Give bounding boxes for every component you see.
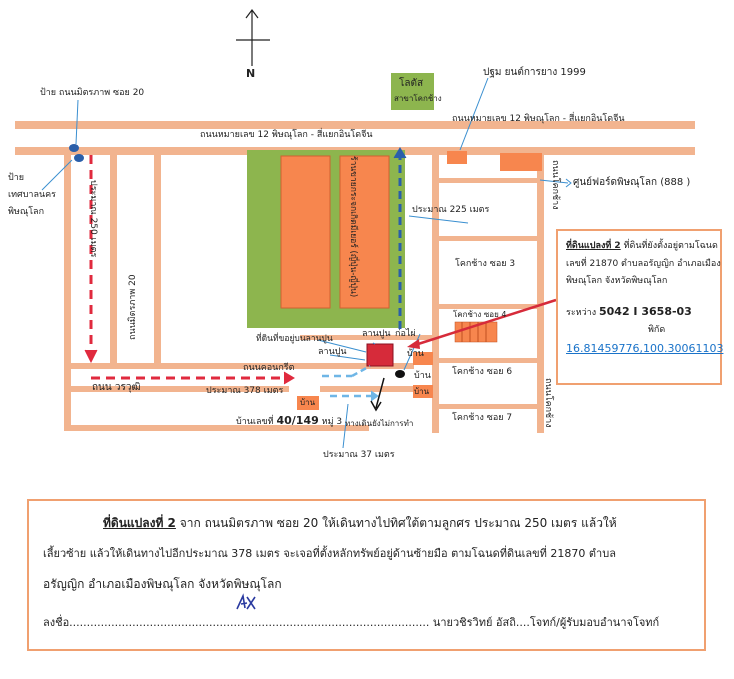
shop-vertical-label: ร้านขายกระจกเกิดมีเยอร์ (ญี่ปุ่น-ญี่ปุ่น… (348, 156, 358, 298)
sign-circle-1 (69, 144, 79, 152)
red-route (84, 155, 295, 385)
kokchang-road-top (439, 178, 537, 183)
infobox-line1-rest: ที่ดินที่ยังตั้งอยู่ตามโฉนด (623, 241, 718, 251)
sign-municipal-3: พิษณุโลก (8, 207, 45, 217)
directions-note-box: ที่ดินแปลงที่ 2 จาก ถนนมิตรภาพ ซอย 20 ให… (27, 499, 706, 651)
moo-label: หมู่ 3 (321, 417, 343, 427)
lotus-building (391, 73, 434, 110)
parcel-info-box: ที่ดินแปลงที่ 2 ที่ดินที่ยังตั้งอยู่ตามโ… (556, 229, 724, 385)
kokchang-road-west (432, 155, 439, 433)
mittraphap-20-road-left (64, 155, 71, 430)
coordinates-link[interactable]: 16.81459776,100.30061103 (566, 342, 724, 355)
road-concrete-label: ถนนคอนกรีต (243, 363, 295, 373)
approx-250-label: ประมาณ 250 เมตร (88, 180, 98, 258)
infobox-utm: ระหว่าง 5042 I 3658-03 (566, 306, 692, 319)
note-line1-text: จาก ถนนมิตรภาพ ซอย 20 ให้เดินทางไปทิศใต้… (179, 516, 617, 530)
note-sign-line: ลงชื่อ..................................… (43, 615, 659, 631)
sign-municipal-1: ป้าย (8, 173, 25, 183)
house-label-3: บ้าน (300, 398, 316, 407)
road-kokchang-label: ถนนโคกช้าง (550, 160, 560, 210)
lotus-label-2: สาขาโคกช้าง (394, 94, 442, 103)
mittraphap20-label: ถนนมิตรภาพ 20 (128, 274, 138, 340)
worarut-road-bottom (64, 386, 289, 392)
compass-north: N (246, 67, 256, 80)
prathom-label: ปฐม ยนต์การยาง 1999 (483, 67, 586, 78)
walkway-arrow (375, 377, 385, 409)
callout-lines (41, 77, 569, 449)
soi6-label: โคกช้าง ซอย 6 (452, 367, 513, 377)
soi3-label: โคกช้าง ซอย 3 (455, 259, 516, 269)
house-right-1 (413, 352, 433, 365)
parcel-marker (366, 343, 394, 367)
lanpun-label-1: ลานปูน (362, 329, 391, 339)
house-label-4: บ้าน (414, 387, 430, 396)
sign-circle-2 (74, 154, 84, 162)
house-40-149 (297, 396, 319, 410)
highway-label-left: ถนนหมายเลข 12 พิษณุโลก - สี่แยกอินโดจีน (200, 130, 373, 140)
worarut-road-top (64, 363, 414, 369)
infobox-line1: ที่ดินแปลงที่ 2 ที่ดินที่ยังตั้งอยู่ตามโ… (566, 240, 718, 252)
sign-soi20-label: ป้าย ถนนมิตรภาพ ซอย 20 (40, 88, 145, 98)
note-title: ที่ดินแปลงที่ 2 (103, 516, 176, 530)
soi4-label: โคกช้าง ซอย 4 (453, 310, 507, 319)
approx-225-label: ประมาณ 225 เมตร (412, 205, 490, 215)
sign-municipal-2: เทศบาลนคร (8, 190, 57, 200)
side-road-left (154, 155, 161, 368)
utm-value: 5042 I 3658-03 (598, 305, 692, 318)
wall-post-marker (395, 370, 405, 378)
prathom-building (447, 151, 467, 164)
sign-label: ลงชื่อ..................................… (43, 616, 430, 629)
infobox-pointer (414, 298, 557, 347)
light-blue-route (322, 364, 379, 402)
road-kokchang2-label: ถนนโคกช้าง (543, 378, 553, 428)
house-label-2: บ้าน (414, 371, 431, 381)
infobox-line3: พิษณุโลก จังหวัดพิษณุโลก (566, 276, 668, 286)
lane-lower (300, 335, 432, 340)
lanpun-label-2: ลานปูน (318, 347, 347, 357)
soi7-road (439, 404, 537, 409)
house-no-value: 40/149 (276, 414, 319, 427)
signature-icon (236, 593, 256, 610)
lotus-label-1: โลตัส (399, 78, 424, 89)
infobox-title: ที่ดินแปลงที่ 2 (566, 241, 621, 251)
approx-378-label: ประมาณ 378 เมตร (206, 386, 284, 396)
highway-label-right: ถนนหมายเลข 12 พิษณุโลก - สี่แยกอินโดจีน (452, 114, 625, 124)
soi3-road (439, 236, 537, 241)
coord-label: พิกัด (648, 325, 666, 335)
house-right-2 (413, 385, 433, 398)
utm-label: ระหว่าง (566, 308, 597, 318)
bottom-road (64, 425, 369, 431)
orange-building-right (339, 155, 390, 309)
note-line1: ที่ดินแปลงที่ 2 จาก ถนนมิตรภาพ ซอย 20 ให… (103, 515, 617, 531)
brick-wall-label: ก่อไผ่ (395, 329, 416, 339)
approx-37-label: ประมาณ 37 เมตร (323, 450, 395, 460)
house-label-1: บ้าน (407, 349, 424, 359)
highway-12-north (15, 121, 695, 129)
parcel-land-label: ที่ดินที่ขอยู่บนลานปูน (256, 334, 333, 344)
soi7-label: โคกช้าง ซอย 7 (452, 413, 513, 423)
signer-name: นายวชิรวิทย์ อัสถิ....โจทก์/ผู้รับมอบอำน… (432, 616, 660, 629)
north-arrow-icon (236, 9, 270, 66)
walkway-label: ทางเดินยังไม่การทำ (345, 419, 414, 428)
kokchang-road-east (537, 155, 544, 433)
house-number-line: บ้านเลขที่ 40/149 หมู่ 3 (236, 415, 342, 428)
mittraphap-20-road-right (110, 155, 117, 368)
ford-center-label: ศูนย์ฟอร์ดพิษณุโลก (888 ) (573, 177, 691, 188)
road-worarut-label: ถนน วรวุฒิ (92, 382, 141, 393)
note-line2: เลี้ยวซ้าย แล้วให้เดินทางไปอีกประมาณ 378… (43, 547, 616, 560)
orange-building-left (280, 155, 331, 309)
house-no-prefix: บ้านเลขที่ (236, 417, 274, 427)
soi4-road (439, 304, 537, 309)
soi6-road (439, 358, 537, 363)
ford-building (500, 153, 542, 171)
infobox-line2: เลขที่ 21870 ตำบลอรัญญิก อำเภอเมือง (566, 259, 721, 269)
note-line3: อรัญญิก อำเภอเมืองพิษณุโลก จังหวัดพิษณุโ… (43, 577, 282, 591)
worarut-extension (320, 386, 428, 392)
